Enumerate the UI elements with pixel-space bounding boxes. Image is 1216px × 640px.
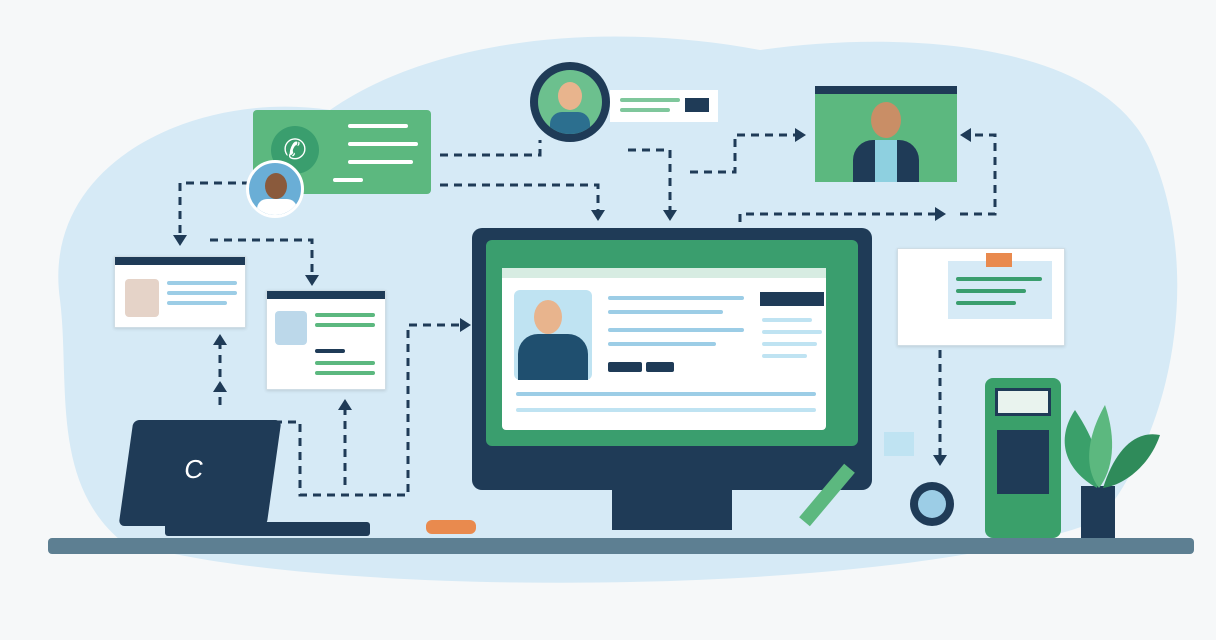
message-card bbox=[610, 90, 718, 122]
profile-window bbox=[266, 290, 386, 390]
plant-icon bbox=[1081, 486, 1115, 538]
laptop-base bbox=[165, 522, 370, 536]
video-call-window bbox=[815, 86, 957, 182]
dashed-arrow-icon bbox=[210, 238, 314, 275]
dashed-arrow-icon bbox=[440, 183, 600, 210]
laptop-icon: C bbox=[118, 420, 282, 526]
profile-window bbox=[114, 256, 246, 328]
tag-icon bbox=[884, 432, 914, 456]
sync-icon bbox=[910, 482, 954, 526]
action-button[interactable] bbox=[608, 362, 642, 372]
calculator-terminal-icon bbox=[985, 378, 1061, 538]
document-card bbox=[897, 248, 1065, 346]
user-avatar-icon bbox=[246, 160, 304, 218]
chat-bubble-icon: ✆ bbox=[253, 110, 431, 194]
dashed-arrow-icon bbox=[690, 133, 795, 174]
laptop-screen-letter: C bbox=[182, 454, 206, 484]
monitor-stand bbox=[612, 488, 732, 530]
action-button[interactable] bbox=[646, 362, 674, 372]
desk bbox=[48, 538, 1194, 554]
monitor-icon bbox=[472, 228, 872, 490]
plant-leaves bbox=[1064, 405, 1160, 488]
dashed-arrow-icon bbox=[260, 323, 460, 497]
dashed-arrow-icon bbox=[440, 140, 542, 157]
web-page bbox=[502, 268, 826, 430]
user-avatar-icon bbox=[530, 62, 610, 142]
dashed-arrow-icon bbox=[178, 181, 250, 235]
dashed-arrow-icon bbox=[960, 133, 997, 216]
dashed-arrow-icon bbox=[738, 212, 935, 222]
clip-icon bbox=[426, 520, 476, 534]
dashed-arrow-icon bbox=[628, 148, 672, 210]
